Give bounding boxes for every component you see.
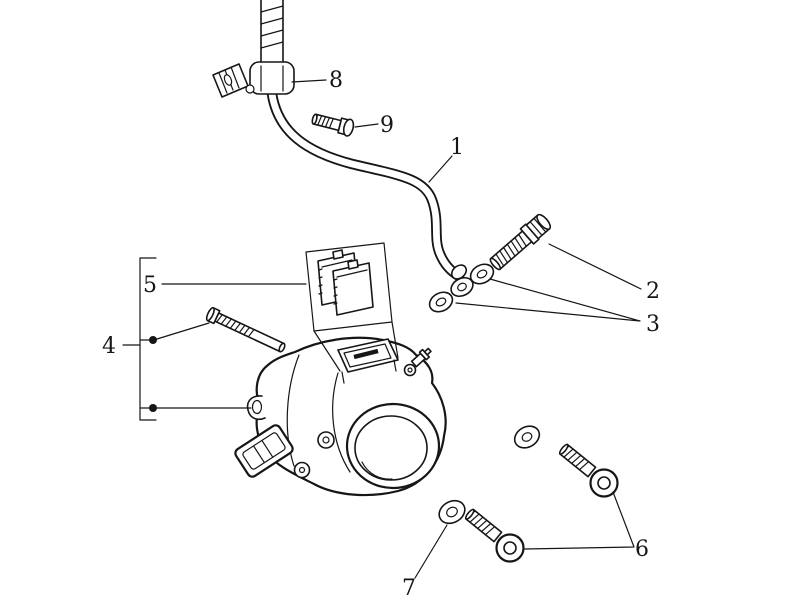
pad-window-inner bbox=[343, 343, 392, 368]
sealing-washer-lower bbox=[428, 291, 454, 313]
pad-window-guides bbox=[341, 359, 397, 384]
callout-3: 3 bbox=[646, 312, 660, 337]
pad-slot bbox=[353, 348, 379, 360]
bracket-lines bbox=[139, 257, 157, 421]
hose-top-tube bbox=[260, 0, 284, 65]
hose-curve-outer bbox=[266, 88, 465, 282]
callout-2: 2 bbox=[646, 279, 660, 304]
leader-line-9 bbox=[354, 123, 379, 128]
pad-kit-projection-lines bbox=[313, 321, 399, 372]
leader-line-3 bbox=[455, 278, 641, 322]
pad-pin-hole-center bbox=[322, 436, 330, 444]
callout-7: 7 bbox=[402, 576, 416, 600]
leader-line-1 bbox=[428, 155, 453, 183]
banjo-bolt-head-facets bbox=[529, 217, 547, 236]
clamp-ear bbox=[245, 84, 255, 94]
leader-line-6 bbox=[524, 491, 635, 550]
brake-hose bbox=[260, 0, 474, 298]
sealing-washer-upper bbox=[469, 263, 495, 285]
leader-line-7 bbox=[414, 524, 448, 579]
mount-lug-upper bbox=[246, 395, 266, 421]
clamp-band-hose-lines bbox=[260, 65, 284, 92]
banjo-bolt bbox=[489, 213, 552, 271]
flat-washer bbox=[438, 499, 466, 525]
hose-curve-inner bbox=[268, 90, 463, 280]
callout-8: 8 bbox=[329, 68, 343, 93]
banjo-bolt-tip bbox=[489, 257, 502, 271]
pad-retainer-block bbox=[234, 424, 294, 478]
callout-bracket-4 bbox=[139, 257, 252, 421]
banjo-bolt-head-cap bbox=[536, 213, 552, 231]
mounting-bolt-lower bbox=[464, 508, 525, 563]
pad-pin-hole bbox=[317, 431, 335, 449]
brake-caliper-body bbox=[234, 336, 447, 497]
bleed-valve bbox=[410, 347, 432, 368]
clamp-bracket-slot bbox=[223, 74, 233, 86]
banjo-fitting-collar bbox=[450, 264, 468, 280]
retainer-pin-end bbox=[293, 461, 311, 479]
callout-labels: 1 2 3 4 5 6 7 8 9 bbox=[102, 68, 660, 600]
mounting-bolt-lower-shank bbox=[464, 508, 503, 543]
guide-pin bbox=[205, 306, 286, 353]
callout-6: 6 bbox=[635, 537, 649, 562]
leader-line-8 bbox=[291, 79, 327, 83]
retainer-pin-end-center bbox=[298, 466, 306, 474]
guide-pin-threads bbox=[216, 314, 255, 338]
caliper-contour-line bbox=[332, 372, 351, 473]
callout-9: 9 bbox=[380, 113, 394, 138]
brake-pad-front bbox=[332, 259, 374, 316]
callout-5: 5 bbox=[143, 273, 157, 298]
mounting-bolt-upper-socket bbox=[597, 476, 611, 490]
screw-tip bbox=[311, 113, 318, 125]
mounting-bolt-upper-head bbox=[589, 468, 619, 498]
guide-pin-head-cap bbox=[205, 306, 215, 322]
mounting-bolt-upper bbox=[558, 443, 619, 498]
callout-1: 1 bbox=[450, 135, 464, 160]
mounting-bolt-lower-socket bbox=[503, 541, 517, 555]
caliper-contour-line bbox=[286, 354, 300, 467]
bracket-leaders bbox=[156, 322, 252, 409]
piston-face bbox=[354, 415, 428, 481]
bolt-washer-upper bbox=[513, 425, 541, 449]
piston-inner-arc bbox=[361, 461, 393, 480]
callout-4: 4 bbox=[102, 334, 116, 359]
clamp-screw bbox=[311, 113, 355, 137]
leader-line-2 bbox=[548, 243, 642, 290]
bracket-dot-upper bbox=[149, 336, 157, 344]
mount-lug-upper-hole bbox=[251, 399, 263, 415]
bleed-valve-base-center bbox=[407, 367, 413, 373]
mounting-bolt-upper-shank bbox=[558, 443, 597, 478]
guide-pin-tip bbox=[278, 342, 286, 353]
leader-lines bbox=[122, 79, 642, 579]
screw-head bbox=[342, 118, 355, 137]
bracket-dot-lower bbox=[149, 404, 157, 412]
bleed-valve-base bbox=[403, 363, 417, 377]
hose-clamp bbox=[212, 61, 295, 98]
clamp-band bbox=[249, 61, 295, 95]
hose-top-tube-hatching bbox=[260, 5, 284, 49]
mounting-bolt-lower-head bbox=[495, 533, 525, 563]
brake-pads-kit bbox=[305, 242, 399, 372]
